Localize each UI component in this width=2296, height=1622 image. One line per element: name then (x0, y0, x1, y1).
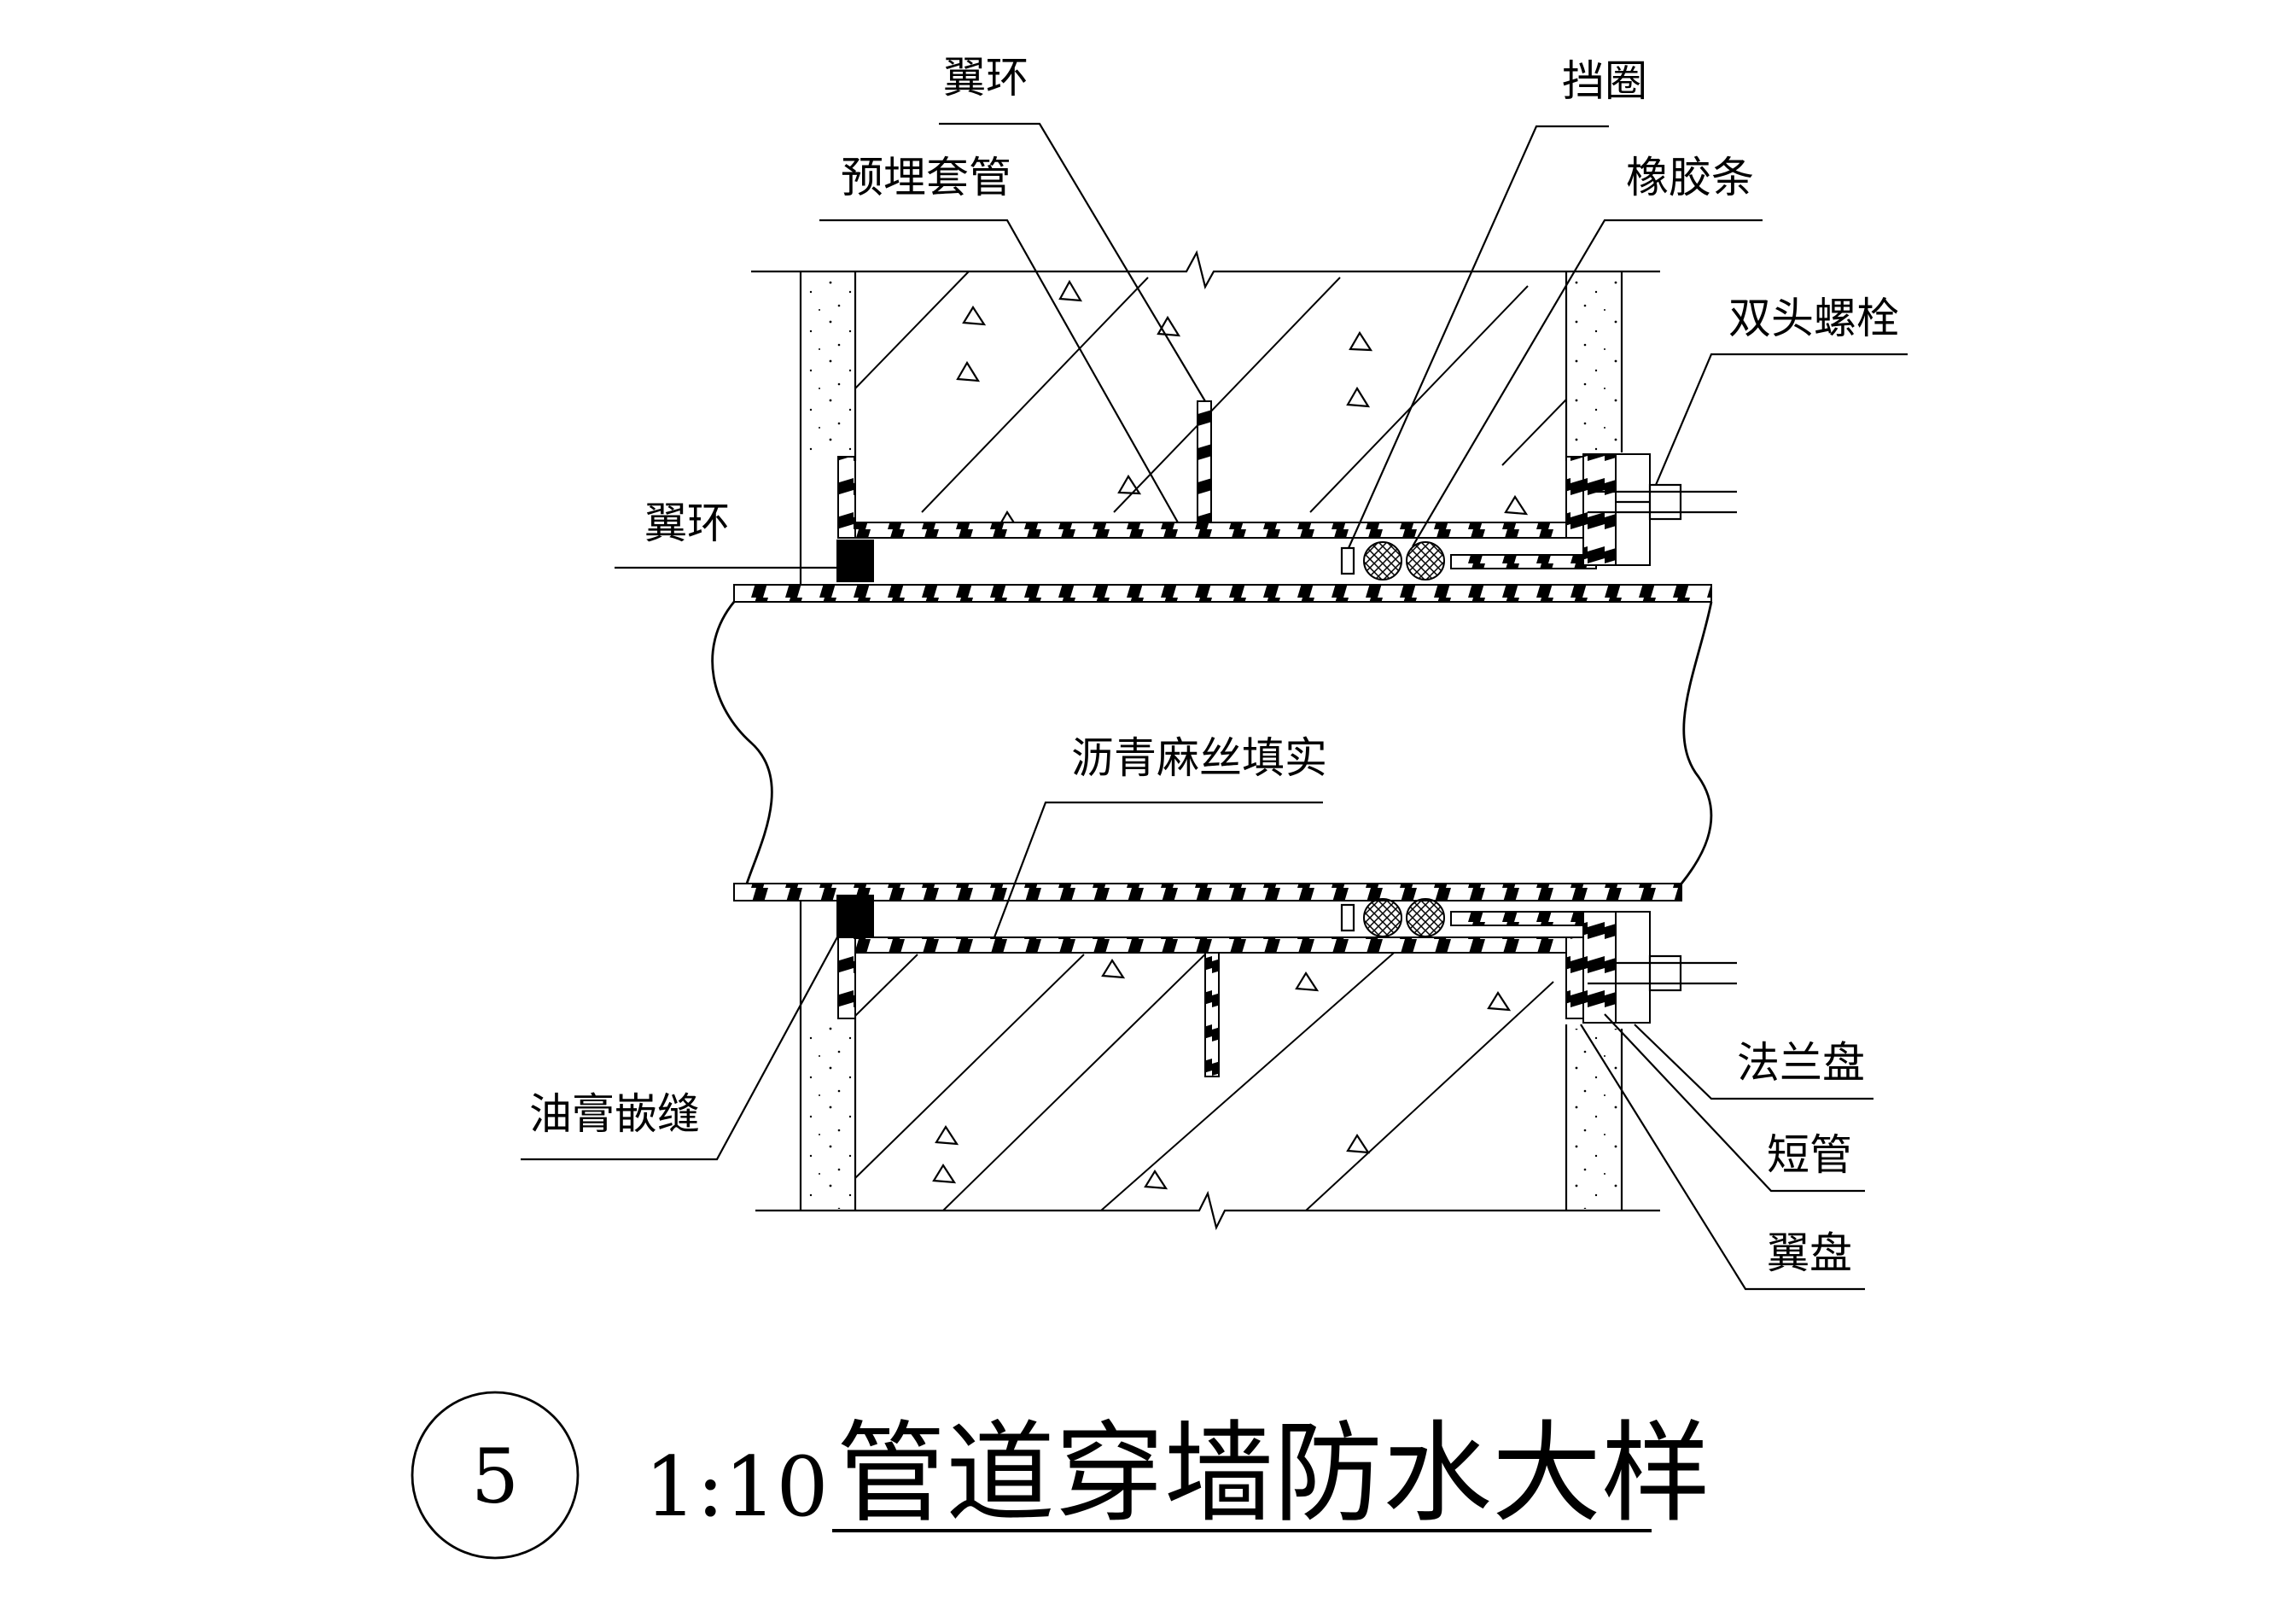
label-flange-plate: 法兰盘 (1737, 1038, 1865, 1088)
aggregate-marks-top (956, 279, 1529, 531)
label-wing-ring-left: 翼环 (644, 499, 730, 548)
concrete-hatch-top (854, 271, 1567, 513)
wall-bottom-section (755, 896, 1660, 1231)
main-pipe (711, 584, 1713, 901)
label-embedded-sleeve: 预埋套管 (841, 153, 1011, 202)
label-oil-paste-seal: 油膏嵌缝 (529, 1089, 700, 1139)
label-rubber-strip: 橡胶条 (1626, 153, 1754, 202)
detail-scale: 1:10 (644, 1439, 829, 1535)
label-wing-plate: 翼盘 (1767, 1228, 1852, 1278)
label-retaining-ring: 挡圈 (1562, 56, 1647, 106)
label-short-pipe: 短管 (1767, 1130, 1852, 1180)
sleeve-assembly-top (836, 400, 1737, 582)
sleeve-assembly-bottom (836, 895, 1737, 1077)
aggregate-marks-bottom (932, 958, 1512, 1190)
label-asphalt-hemp-fill: 沥青麻丝填实 (1071, 733, 1327, 783)
concrete-hatch-bottom (854, 947, 1554, 1211)
detail-title: 管道穿墙防水大样 (836, 1410, 1710, 1537)
label-wing-ring-top: 翼环 (943, 53, 1029, 102)
detail-number: 5 (471, 1432, 519, 1520)
wall-top-section (751, 249, 1660, 587)
title-block: 5 1:10 管道穿墙防水大样 (411, 1391, 1710, 1560)
leader-lines (521, 122, 1908, 1291)
label-double-end-bolt: 双头螺栓 (1728, 294, 1899, 343)
detail-number-circle (411, 1391, 580, 1560)
